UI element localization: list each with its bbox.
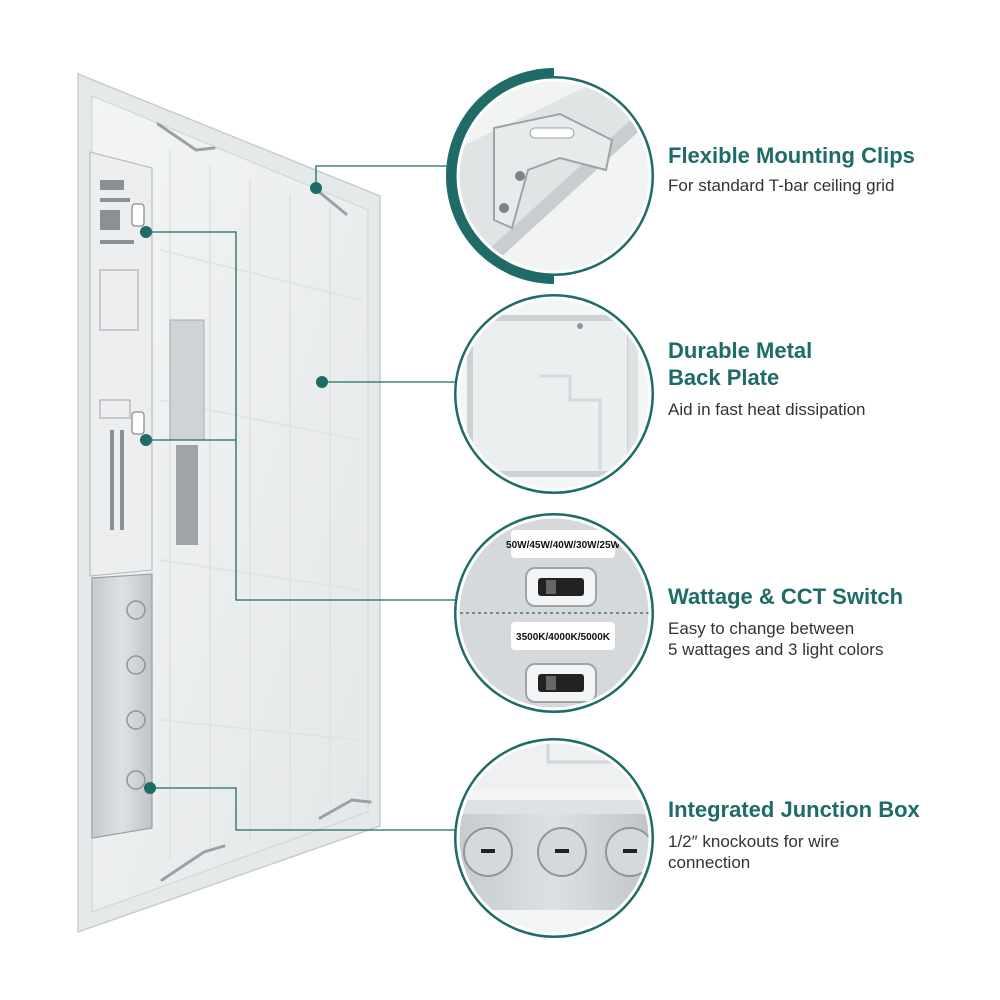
callout-dot-icon [140, 182, 328, 794]
mounting-clip-icon [156, 122, 372, 882]
feature-description-line-2: 5 wattages and 3 light colors [668, 640, 884, 659]
knockout-icon [463, 827, 650, 877]
cct-options: 3500K/4000K/5000K [516, 632, 611, 643]
feature-junction-box: Integrated Junction Box 1/2″ knockouts f… [668, 796, 920, 873]
feature-switch: Wattage & CCT Switch Easy to change betw… [668, 583, 903, 660]
feature-description-line-1: Easy to change between [668, 619, 855, 638]
wattage-label-box [511, 530, 615, 558]
junction-box [91, 573, 153, 839]
wattage-options: 50W/45W/40W/30W/25W [506, 540, 620, 551]
feature-mounting-clips: Flexible Mounting Clips For standard T-b… [668, 142, 915, 196]
wattage-switch-slot [131, 203, 145, 227]
detail-circle-junction-box [454, 738, 654, 938]
feature-back-plate: Durable Metal Back Plate Aid in fast hea… [668, 337, 866, 420]
detail-circle-switches: 50W/45W/40W/30W/25W 3500K/4000K/5000K [454, 513, 654, 713]
feature-title: Wattage & CCT Switch [668, 584, 904, 609]
slide-switch-icon [525, 567, 597, 607]
slide-switch-icon [525, 663, 597, 703]
clip-detail [493, 112, 614, 230]
detail-circle-mounting-clips [446, 68, 654, 284]
rating-label [169, 319, 205, 441]
feature-description: Easy to change between 5 wattages and 3 … [668, 618, 903, 660]
callout-lines [146, 165, 458, 831]
feature-title: Flexible Mounting Clips [668, 143, 915, 168]
feature-description: Aid in fast heat dissipation [668, 400, 866, 419]
feature-title: Integrated Junction Box [668, 797, 920, 822]
feature-title-line-1: Durable Metal [668, 338, 813, 363]
warning-label [176, 445, 198, 545]
led-panel [77, 72, 381, 934]
feature-description-line-2: connection [668, 853, 751, 872]
driver-box [89, 151, 153, 577]
feature-description: 1/2″ knockouts for wire connection [668, 831, 920, 873]
detail-circle-back-plate [454, 294, 654, 494]
driver-label [99, 180, 139, 530]
feature-title-line-2: Back Plate [668, 365, 780, 390]
feature-description: For standard T-bar ceiling grid [668, 176, 895, 195]
cct-switch-slot [131, 411, 145, 435]
feature-description-line-1: 1/2″ knockouts for wire [668, 832, 840, 851]
junction-knockouts [126, 600, 146, 790]
cct-label-box [511, 622, 615, 650]
back-plate-pattern [159, 150, 361, 860]
